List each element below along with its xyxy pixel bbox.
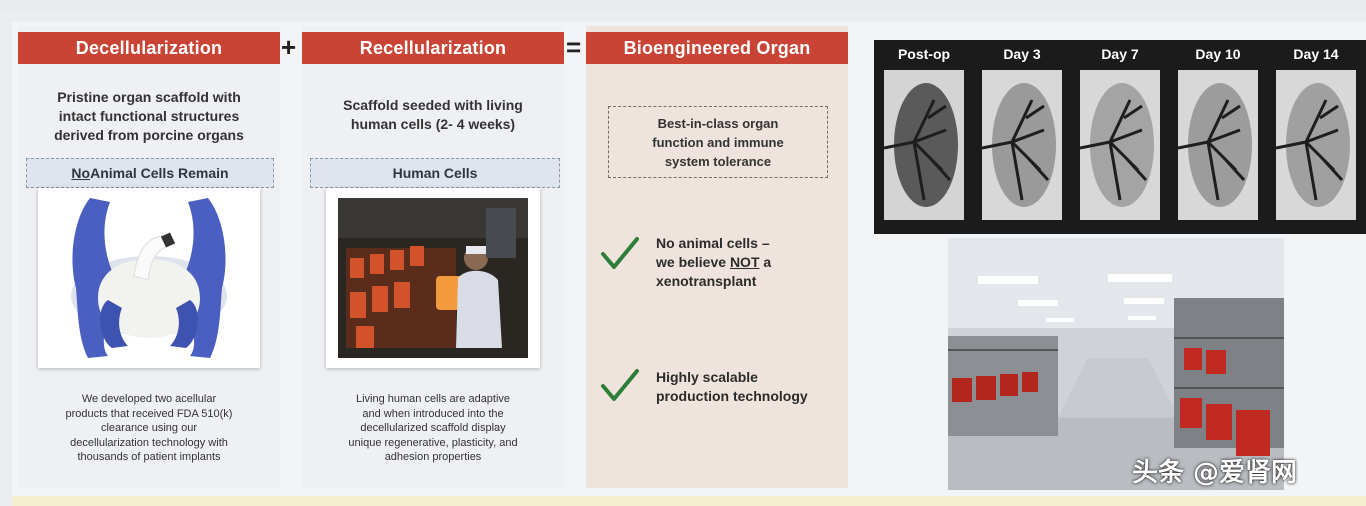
scan-label-day-3: Day 3 (1003, 46, 1041, 62)
kidney-scan-image (1276, 70, 1356, 220)
scan-label-post-op: Post-op (897, 46, 951, 62)
plus-sign: + (281, 32, 297, 62)
watermark: 头条 @爱肾网 (1132, 458, 1298, 488)
equals-sign: = (566, 32, 582, 62)
scan-label-day-7: Day 7 (1101, 46, 1139, 62)
recell-body-text: Living human cells are adaptive and when… (348, 393, 518, 463)
no-animal-cells-bullet: No animal cells – we believe NOT a xenot… (656, 235, 772, 289)
recell-description: Scaffold seeded with living human cells … (343, 97, 523, 132)
kidney-scan-image (1080, 70, 1160, 220)
checkmark-icon (601, 369, 639, 401)
kidney-scan-image (884, 70, 964, 220)
decell-description: Pristine organ scaffold with intact func… (54, 89, 244, 143)
decell-body-text: We developed two acellular products that… (65, 393, 233, 463)
checkmark-icon (601, 237, 639, 269)
header-recellularization: Recellularization (302, 32, 564, 64)
bioreactor-lab-photo (948, 238, 1284, 490)
kidney-scan-panel: Post-op Day 3 Day 7 Day 10 Day 14 (874, 40, 1366, 234)
header-decellularization: Decellularization (18, 32, 280, 64)
header-bioengineered-organ: Bioengineered Organ (586, 32, 848, 64)
bioengineered-organ-column (586, 26, 848, 488)
scan-label-day-14: Day 14 (1293, 46, 1339, 62)
no-animal-cells-label: No Animal Cells Remain (26, 158, 274, 188)
top-strip (0, 0, 1366, 12)
kidney-scan-image (982, 70, 1062, 220)
best-in-class-box: Best-in-class organ function and immune … (608, 106, 828, 178)
scan-label-day-10: Day 10 (1195, 46, 1241, 62)
kidney-scan-image (1178, 70, 1258, 220)
bottom-strip (12, 496, 1366, 506)
scalable-production-bullet: Highly scalable production technology (656, 369, 808, 404)
human-cells-label: Human Cells (310, 158, 560, 188)
lab-technician-image (326, 188, 540, 368)
gloved-hands-scaffold-image (38, 188, 260, 368)
